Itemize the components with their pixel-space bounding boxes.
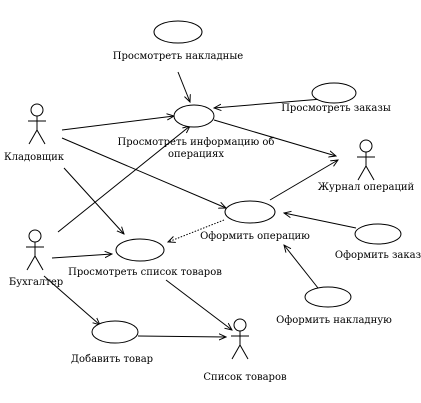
actor-storekeeper — [28, 103, 46, 145]
edge-storekeeper-to-make-operation — [61, 137, 226, 208]
actor-accountant — [26, 229, 44, 271]
label-journal: Журнал операций — [318, 182, 415, 193]
use-case-view-orders — [311, 82, 357, 104]
edge-make-order-to-make-operation — [284, 213, 357, 229]
use-case-add-goods — [91, 320, 139, 344]
edge-goods-list-uc-to-goods-list — [165, 279, 232, 330]
actor-goods-list — [231, 318, 249, 360]
label-goods-list: Список товаров — [203, 372, 287, 383]
edge-view-invoices-to-ops-info — [177, 71, 190, 102]
edge-ops-info-to-journal — [213, 119, 336, 156]
use-case-make-invoice — [304, 286, 352, 308]
use-case-make-operation — [224, 200, 276, 224]
edges — [43, 71, 357, 337]
edge-view-orders-to-ops-info — [214, 98, 323, 108]
label-make-operation: Оформить операцию — [200, 231, 310, 242]
edge-storekeeper-to-goods-list-uc — [63, 167, 124, 234]
edge-storekeeper-to-ops-info — [61, 116, 174, 131]
label-accountant: Бухгалтер — [9, 277, 63, 288]
edge-make-operation-to-goods-list-uc — [168, 219, 225, 242]
use-case-view-ops-info — [173, 104, 215, 128]
use-cases — [91, 20, 402, 344]
label-make-invoice: Оформить накладную — [276, 315, 392, 326]
use-case-view-invoices — [153, 20, 203, 44]
edge-add-goods-to-goods-list — [137, 336, 226, 337]
edge-accountant-to-goods-list-uc — [51, 254, 112, 259]
label-view-invoices: Просмотреть накладные — [113, 51, 244, 62]
label-view-ops-info-line1: Просмотреть информацию об — [118, 137, 275, 148]
label-view-orders: Просмотреть заказы — [281, 103, 391, 114]
label-view-ops-info-line2: операциях — [168, 149, 224, 160]
edge-make-operation-to-journal — [269, 160, 338, 201]
label-view-goods-list: Просмотреть список товаров — [68, 267, 222, 278]
label-storekeeper: Кладовщик — [4, 152, 65, 163]
edge-accountant-to-ops-info — [57, 126, 190, 233]
use-case-make-order — [354, 223, 402, 245]
labels: Просмотреть накладные Просмотреть заказы… — [4, 51, 421, 383]
edge-accountant-to-add-goods — [43, 275, 100, 325]
edge-make-invoice-to-make-operation — [284, 245, 319, 289]
use-case-view-goods-list — [115, 238, 165, 262]
label-make-order: Оформить заказ — [335, 250, 421, 261]
label-add-goods: Добавить товар — [71, 354, 153, 365]
actor-journal — [357, 139, 375, 181]
